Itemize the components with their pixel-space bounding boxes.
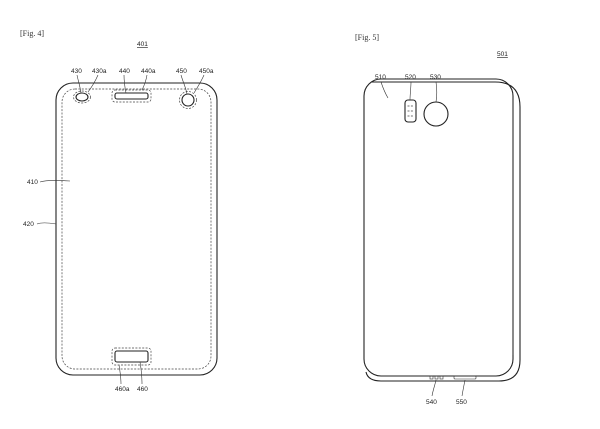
figure-5: [Fig. 5] 501 510 520 530 540 550 bbox=[355, 33, 521, 406]
fig5-leader-550 bbox=[461, 379, 466, 397]
fig4-sensor-430a-area bbox=[73, 90, 91, 104]
fig4-ref-450: 450 bbox=[176, 68, 187, 75]
fig4-leader-430 bbox=[76, 74, 82, 94]
fig4-ref-440a: 440a bbox=[141, 68, 156, 75]
fig4-home-key-460a-area bbox=[111, 347, 152, 366]
fig5-camera-530 bbox=[423, 101, 449, 127]
fig4-caption: [Fig. 4] bbox=[20, 29, 44, 38]
fig4-receiver-440 bbox=[114, 92, 149, 100]
fig5-leader-540 bbox=[431, 379, 437, 397]
fig5-leader-510 bbox=[380, 81, 389, 99]
fig4-ref-440: 440 bbox=[119, 68, 130, 75]
fig4-ref-430: 430 bbox=[71, 68, 82, 75]
fig5-side-edge bbox=[365, 81, 521, 382]
fig5-leader-520 bbox=[409, 81, 412, 101]
fig4-ref-450a: 450a bbox=[199, 68, 214, 75]
fig5-caption: [Fig. 5] bbox=[355, 33, 379, 42]
fig5-leader-530 bbox=[435, 81, 438, 103]
fig5-title-ref: 501 bbox=[497, 51, 508, 58]
fig5-ref-540: 540 bbox=[426, 399, 437, 406]
fig4-display-outline bbox=[61, 88, 212, 370]
fig4-leader-430a bbox=[87, 74, 99, 93]
fig5-flash-segments bbox=[407, 105, 414, 117]
fig4-leader-460 bbox=[139, 361, 143, 385]
fig5-port-550 bbox=[453, 375, 477, 380]
fig4-leader-440a bbox=[141, 74, 148, 91]
fig4-leader-450 bbox=[180, 74, 188, 95]
fig4-ref-430a: 430a bbox=[92, 68, 107, 75]
fig4-receiver-440a-area bbox=[111, 89, 152, 103]
fig5-flash-520 bbox=[404, 99, 417, 123]
fig5-port-540 bbox=[429, 375, 444, 380]
fig4-phone-body bbox=[55, 82, 218, 376]
fig4-sensor-430 bbox=[75, 92, 89, 102]
fig4-ref-420: 420 bbox=[23, 221, 34, 228]
figure-4: [Fig. 4] 401 430 430a 440 440a 450 450a … bbox=[20, 29, 218, 393]
fig5-ref-530: 530 bbox=[430, 74, 441, 81]
fig5-ref-510: 510 bbox=[375, 74, 386, 81]
fig5-back-cover bbox=[363, 78, 514, 377]
fig4-ref-410: 410 bbox=[27, 179, 38, 186]
fig4-title-ref: 401 bbox=[137, 41, 148, 48]
fig4-leader-450a bbox=[193, 74, 205, 94]
fig4-leader-410 bbox=[39, 180, 71, 183]
fig4-ref-460: 460 bbox=[137, 386, 148, 393]
fig4-camera-450a-area bbox=[179, 91, 197, 109]
fig4-leader-460a bbox=[118, 364, 122, 385]
fig4-camera-450 bbox=[181, 93, 195, 107]
fig4-leader-420 bbox=[36, 222, 57, 225]
fig4-leader-440 bbox=[123, 74, 127, 94]
fig4-home-key-460 bbox=[114, 350, 149, 363]
fig4-ref-460a: 460a bbox=[115, 386, 130, 393]
fig5-ref-550: 550 bbox=[456, 399, 467, 406]
fig5-ref-520: 520 bbox=[405, 74, 416, 81]
